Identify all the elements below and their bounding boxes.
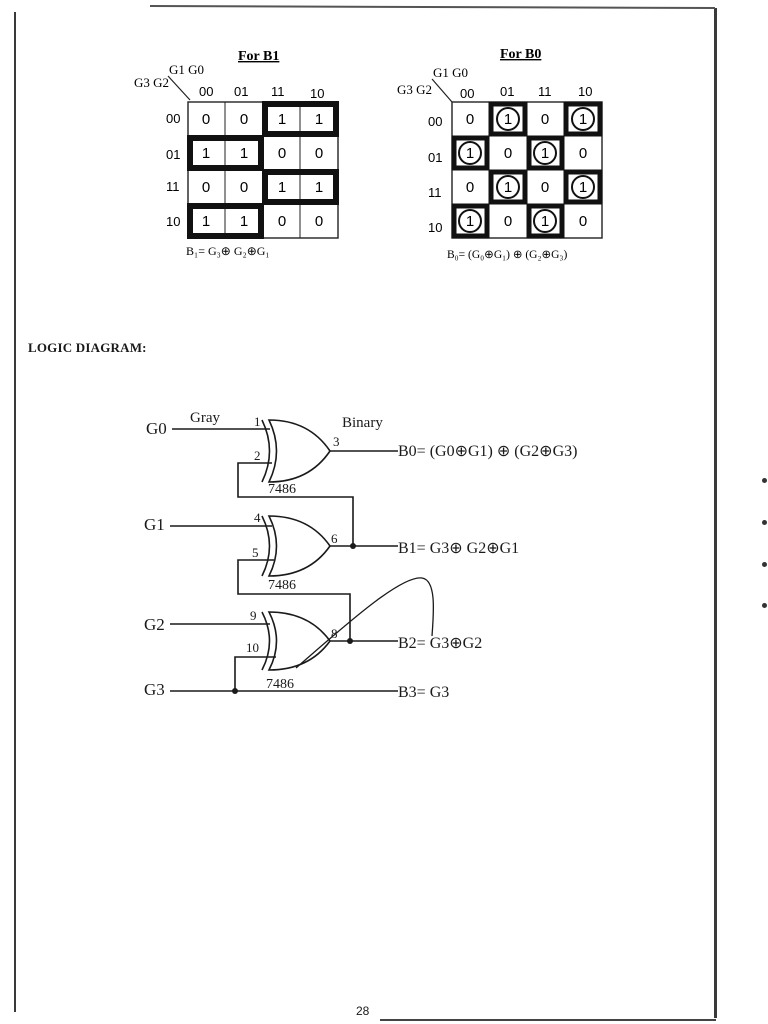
kmap-b1-cell: 1 (240, 213, 248, 230)
kmap-b0-cell: 0 (504, 213, 512, 230)
kmap-b0-cell: 1 (504, 111, 512, 128)
kmap-b0-col-0: 00 (460, 86, 474, 101)
kmap-b1-cell: 0 (240, 179, 248, 196)
label-gray: Gray (190, 410, 220, 426)
pin-2: 2 (254, 448, 261, 463)
output-b3: B3= G3 (398, 684, 449, 701)
kmap-b0-title: For B0 (500, 47, 541, 62)
kmap-b1-title: For B1 (238, 49, 279, 64)
pin-1: 1 (254, 414, 261, 429)
kmap-b0-cell: 1 (541, 145, 549, 162)
output-b0: B0= (G0⊕G1) ⊕ (G2⊕G3) (398, 443, 577, 460)
kmap-b1: For B1 G1 G0 G3 G2 00 01 11 10 00 01 11 … (134, 49, 339, 258)
logic-diagram: Gray Binary G0 G1 G2 G3 (144, 410, 577, 701)
kmap-b0-row-var: G3 G2 (397, 82, 432, 97)
kmap-b1-col-1: 01 (234, 84, 248, 99)
kmap-b1-cell: 0 (240, 111, 248, 128)
section-title: LOGIC DIAGRAM: (28, 340, 147, 355)
kmap-b0-col-2: 11 (538, 84, 552, 99)
pin-6: 6 (331, 531, 338, 546)
kmap-b1-col-3: 10 (310, 86, 324, 101)
kmap-b0-col-3: 10 (578, 84, 592, 99)
edge-speck (762, 603, 767, 608)
kmap-b0-cell: 0 (504, 145, 512, 162)
input-g2: G2 (144, 615, 165, 634)
kmap-b1-cell: 1 (278, 111, 286, 128)
pin-8: 8 (331, 626, 338, 641)
pin-5: 5 (252, 545, 259, 560)
page-border-bottom (380, 1019, 716, 1021)
kmap-b1-col-var: G1 G0 (169, 62, 204, 77)
output-b2: B2= G3⊕G2 (398, 635, 482, 652)
label-binary: Binary (342, 415, 383, 431)
kmap-b1-row-1: 01 (166, 147, 180, 162)
kmap-b1-row-var: G3 G2 (134, 75, 169, 90)
kmap-b0-cell: 0 (579, 213, 587, 230)
kmap-b1-cell: 0 (202, 111, 210, 128)
kmap-b0-cell: 1 (541, 213, 549, 230)
page-number: 28 (356, 1004, 370, 1018)
kmap-b0-col-1: 01 (500, 84, 514, 99)
kmap-b0-cell: 1 (579, 111, 587, 128)
kmap-b1-cell: 1 (240, 145, 248, 162)
kmap-b0-cell: 1 (504, 179, 512, 196)
kmap-b0-row-0: 00 (428, 114, 442, 129)
kmap-b1-cell: 1 (202, 213, 210, 230)
kmap-b1-row-0: 00 (166, 111, 180, 126)
output-b1: B1= G3⊕ G2⊕G1 (398, 540, 519, 557)
chip-label: 7486 (266, 677, 294, 692)
chip-label: 7486 (268, 578, 296, 593)
kmap-b1-row-2: 11 (166, 179, 180, 194)
kmaps-figure: For B1 G1 G0 G3 G2 00 01 11 10 00 01 11 … (134, 47, 603, 261)
pin-9: 9 (250, 608, 257, 623)
kmap-b1-cell: 1 (315, 111, 323, 128)
edge-speck (762, 520, 767, 525)
kmap-b0-row-2: 11 (428, 185, 442, 200)
kmap-b0: For B0 G1 G0 G3 G2 00 01 11 10 00 01 11 … (397, 47, 603, 261)
pin-3: 3 (333, 434, 340, 449)
kmap-b0-cell: 1 (466, 213, 474, 230)
kmap-b0-cell: 0 (541, 179, 549, 196)
kmap-b0-row-1: 01 (428, 150, 442, 165)
kmap-b1-cell: 1 (278, 179, 286, 196)
kmap-b1-row-3: 10 (166, 214, 180, 229)
kmap-b0-cell: 0 (579, 145, 587, 162)
kmap-b1-cell: 0 (315, 145, 323, 162)
input-g0: G0 (146, 419, 167, 438)
kmap-b1-cell: 1 (315, 179, 323, 196)
kmap-b1-cell: 0 (315, 213, 323, 230)
kmap-b0-cell: 0 (541, 111, 549, 128)
input-g3: G3 (144, 680, 165, 699)
chip-label: 7486 (268, 482, 296, 497)
kmap-b1-cell: 0 (202, 179, 210, 196)
kmap-b1-cell: 0 (278, 213, 286, 230)
kmap-b1-cell: 1 (202, 145, 210, 162)
kmap-b0-cell: 0 (466, 179, 474, 196)
kmap-b1-col-2: 11 (271, 84, 285, 99)
edge-speck (762, 562, 767, 567)
kmap-b1-col-0: 00 (199, 84, 213, 99)
kmap-b0-cell: 0 (466, 111, 474, 128)
pin-4: 4 (254, 510, 261, 525)
kmap-b1-cell: 0 (278, 145, 286, 162)
page-border-right (714, 8, 717, 1018)
page-border-left (14, 12, 16, 1012)
kmap-b1-equation: B₁= G₃⊕ G₂⊕G₁ (186, 244, 270, 258)
edge-speck (762, 478, 767, 483)
input-g1: G1 (144, 515, 165, 534)
kmap-b0-cell: 1 (466, 145, 474, 162)
pin-10: 10 (246, 640, 259, 655)
kmap-b0-cell: 1 (579, 179, 587, 196)
kmap-b0-col-var: G1 G0 (433, 65, 468, 80)
kmap-b0-row-3: 10 (428, 220, 442, 235)
kmap-b0-equation: B₀= (G₀⊕G₁) ⊕ (G₂⊕G₃) (447, 249, 567, 261)
